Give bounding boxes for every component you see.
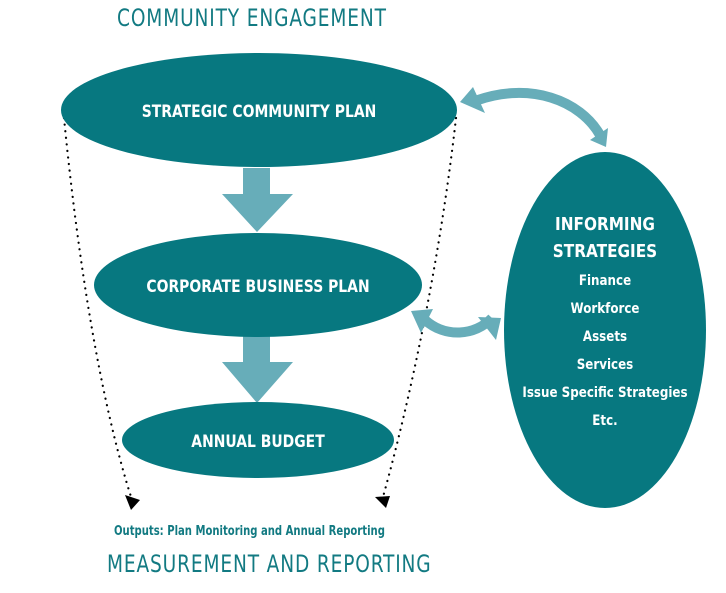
ellipse-annual-budget: ANNUAL BUDGET [122, 402, 394, 478]
ellipse-corporate-business-plan: CORPORATE BUSINESS PLAN [94, 233, 422, 337]
measurement-reporting-heading: MEASUREMENT AND REPORTING [107, 550, 432, 578]
down-arrow-2 [222, 334, 293, 403]
label-corporate-business-plan: CORPORATE BUSINESS PLAN [146, 277, 369, 297]
label-strategic-community-plan: STRATEGIC COMMUNITY PLAN [142, 102, 377, 122]
dotted-arrow-right-head [375, 496, 390, 508]
community-engagement-heading: COMMUNITY ENGAGEMENT [117, 4, 387, 32]
dotted-arrow-right [381, 116, 458, 499]
outputs-note: Outputs: Plan Monitoring and Annual Repo… [114, 524, 385, 539]
ellipse-informing-strategies: INFORMING STRATEGIES Finance Workforce A… [504, 152, 706, 508]
strategy-item: Finance [579, 273, 631, 289]
label-annual-budget: ANNUAL BUDGET [191, 432, 325, 452]
strategy-item: Issue Specific Strategies [522, 385, 687, 401]
dotted-arrow-left-head [125, 495, 140, 510]
ellipse-strategic-community-plan: STRATEGIC COMMUNITY PLAN [61, 53, 457, 167]
strategy-item: Assets [583, 329, 627, 345]
strategy-item: Etc. [592, 413, 617, 429]
two-way-arrow-top [460, 87, 608, 147]
strategy-item: Services [577, 357, 634, 373]
two-way-arrow-middle [411, 309, 501, 340]
informing-strategies-title-line2: STRATEGIES [553, 240, 657, 262]
informing-strategies-title-line1: INFORMING [555, 213, 655, 235]
down-arrow-1 [222, 168, 293, 232]
strategy-item: Workforce [571, 301, 640, 317]
